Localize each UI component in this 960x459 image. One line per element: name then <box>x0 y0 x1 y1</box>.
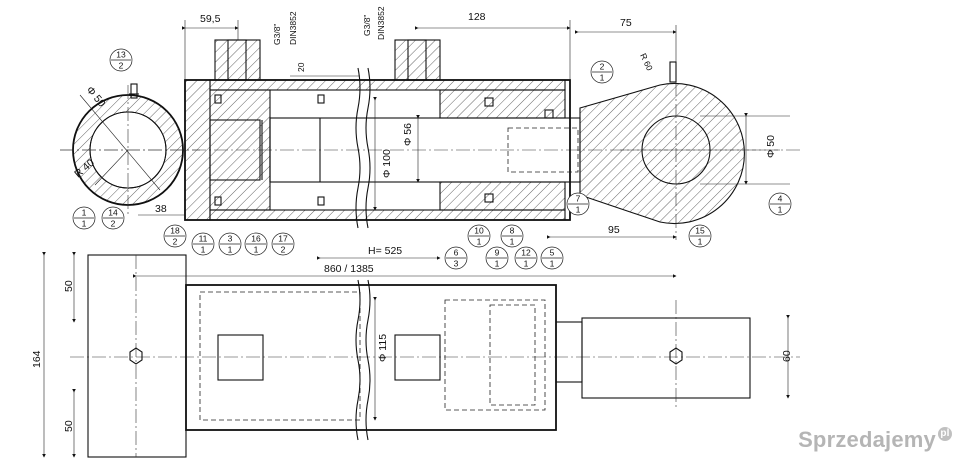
top-dimensions <box>133 20 790 278</box>
watermark-suffix: pl <box>938 427 952 441</box>
balloon-number: 17 <box>278 234 288 244</box>
balloon-number: 16 <box>251 234 261 244</box>
balloon-quantity: 1 <box>82 219 87 229</box>
balloon-3: 31 <box>218 232 242 256</box>
dim-phi115: Φ 115 <box>377 334 389 362</box>
balloon-6: 63 <box>444 246 468 270</box>
balloon-15: 151 <box>688 224 712 248</box>
balloon-number: 12 <box>521 248 531 258</box>
balloon-number: 15 <box>695 226 705 236</box>
balloon-number: 2 <box>600 62 605 72</box>
dim-95: 95 <box>608 224 620 236</box>
cylinder-barrel <box>184 67 581 229</box>
balloon-quantity: 1 <box>698 237 703 247</box>
elevation-view: 164 50 50 Φ 115 60 <box>31 252 800 458</box>
dim-phi50-right: Φ 50 <box>765 135 777 158</box>
balloon-quantity: 1 <box>477 237 482 247</box>
balloon-4: 41 <box>768 192 792 216</box>
dim-din-left: DIN3852 <box>288 11 298 45</box>
balloon-number: 18 <box>170 226 180 236</box>
dim-phi56: Φ 56 <box>402 123 414 146</box>
balloon-number: 7 <box>576 194 581 204</box>
balloon-10: 101 <box>467 224 491 248</box>
balloon-16: 161 <box>244 232 268 256</box>
dim-phi100: Φ 100 <box>381 149 393 178</box>
front-eye <box>579 60 780 240</box>
section-view: 59,5 G3/8" DIN3852 20 G3/8" DIN3852 128 … <box>60 6 800 278</box>
balloon-17: 172 <box>271 232 295 256</box>
ports <box>214 39 441 81</box>
balloon-7: 71 <box>566 192 590 216</box>
balloon-quantity: 2 <box>281 245 286 255</box>
balloon-14: 142 <box>101 206 125 230</box>
balloon-quantity: 3 <box>454 259 459 269</box>
balloon-number: 11 <box>199 234 208 244</box>
balloon-number: 1 <box>82 208 87 218</box>
dim-60: 60 <box>781 350 793 362</box>
dim-r60: R 60 <box>638 52 655 73</box>
balloon-12: 121 <box>514 246 538 270</box>
balloon-9: 91 <box>485 246 509 270</box>
dim-g38-right: G3/8" <box>362 15 372 36</box>
dim-20: 20 <box>296 62 306 72</box>
balloon-quantity: 1 <box>576 205 581 215</box>
balloon-quantity: 1 <box>510 237 515 247</box>
balloon-number: 14 <box>108 208 118 218</box>
balloon-8: 81 <box>500 224 524 248</box>
balloon-13: 132 <box>109 48 133 72</box>
balloon-number: 13 <box>116 50 126 60</box>
dim-stroke: H= 525 <box>368 245 402 257</box>
balloon-number: 4 <box>778 194 783 204</box>
dim-din-right: DIN3852 <box>376 6 386 40</box>
balloon-2: 21 <box>590 60 614 84</box>
dim-75: 75 <box>620 17 632 29</box>
balloon-number: 5 <box>550 248 555 258</box>
balloon-18: 182 <box>163 224 187 248</box>
balloon-5: 51 <box>540 246 564 270</box>
balloon-number: 8 <box>510 226 515 236</box>
balloon-1: 11 <box>72 206 96 230</box>
balloon-number: 9 <box>495 248 500 258</box>
balloon-quantity: 2 <box>173 237 178 247</box>
balloon-quantity: 1 <box>495 259 500 269</box>
watermark-text: Sprzedajemy <box>798 427 936 452</box>
balloon-quantity: 1 <box>228 245 233 255</box>
balloon-number: 10 <box>474 226 484 236</box>
dim-50-bottom: 50 <box>63 420 75 432</box>
balloon-quantity: 2 <box>111 219 116 229</box>
balloon-quantity: 1 <box>524 259 529 269</box>
balloon-number: 3 <box>228 234 233 244</box>
balloon-number: 6 <box>454 248 459 258</box>
dim-50-top: 50 <box>63 280 75 292</box>
balloon-quantity: 1 <box>254 245 259 255</box>
dim-128: 128 <box>468 11 486 23</box>
dim-164: 164 <box>31 350 43 368</box>
balloon-quantity: 1 <box>600 73 605 83</box>
balloon-quantity: 2 <box>119 61 124 71</box>
balloon-quantity: 1 <box>550 259 555 269</box>
dim-59-5: 59,5 <box>200 13 221 25</box>
dim-g38-left: G3/8" <box>272 24 282 45</box>
rear-eye <box>60 83 200 215</box>
dim-length: 860 / 1385 <box>324 263 374 275</box>
balloon-11: 111 <box>191 232 215 256</box>
balloon-quantity: 1 <box>778 205 783 215</box>
dim-38: 38 <box>155 203 167 215</box>
balloon-quantity: 1 <box>201 245 206 255</box>
